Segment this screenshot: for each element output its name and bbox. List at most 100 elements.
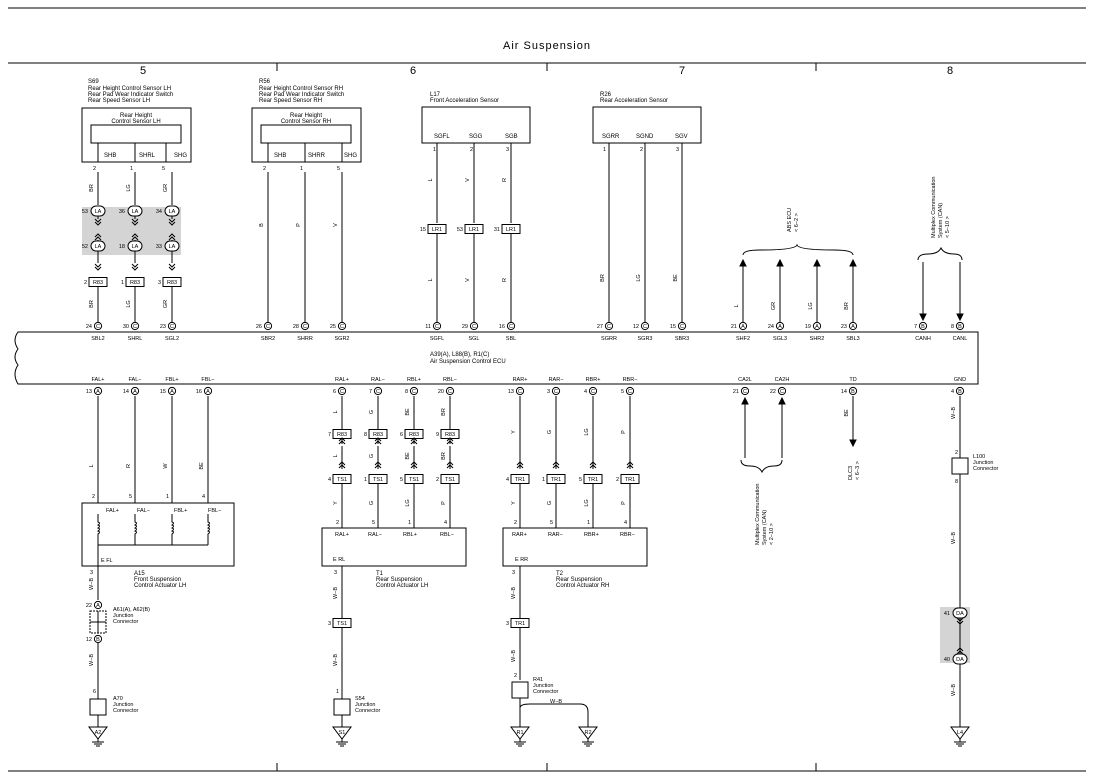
pin-name: FBL+	[165, 377, 178, 383]
pin-connector-letter: C	[170, 324, 174, 330]
svg-text:R26: R26	[600, 92, 612, 98]
connector-pin-number: 41	[944, 611, 950, 617]
wire-color: G	[369, 501, 375, 505]
svg-text:E RL: E RL	[333, 557, 345, 563]
junction-connector	[333, 698, 351, 716]
junction-pin-number: 9	[436, 432, 439, 438]
pin-circle	[432, 321, 442, 331]
wire-color: LG	[126, 300, 132, 307]
wire-color: Y	[511, 430, 517, 434]
pin-number: 8	[951, 324, 954, 330]
connector-chevron	[374, 437, 382, 445]
rear-suspension-actuator-lh: RAL+ RAL− RBL+ RBL− E RL T1 Rear Suspens…	[321, 527, 467, 589]
column-number: 5	[140, 65, 146, 77]
pin-circle	[409, 386, 419, 396]
svg-text:Rear Acceleration Sensor: Rear Acceleration Sensor	[600, 98, 668, 104]
wire-color: V	[465, 178, 471, 182]
pin-number: 23	[841, 324, 847, 330]
svg-text:Rear Speed Sensor RH: Rear Speed Sensor RH	[259, 98, 322, 104]
junction-r41-code: R41	[533, 677, 543, 683]
pin-number: 15	[670, 324, 676, 330]
svg-text:1: 1	[603, 147, 606, 153]
wire-color: R	[126, 464, 132, 468]
pin-number: 25	[330, 324, 336, 330]
junction-s54-code: S54	[355, 696, 365, 702]
pin-circle	[93, 600, 103, 610]
pin-connector-letter: A	[815, 324, 819, 330]
pin-circle	[515, 386, 525, 396]
arrow-head	[849, 439, 857, 448]
pin-number: 20	[438, 389, 444, 395]
ecu-top-pins: C24SBL2C30SHRLC23SGL2C26SBR2C28SHRRC25SG…	[86, 321, 967, 342]
connector-pin-number: 53	[82, 209, 88, 215]
wire-color: W−B	[511, 650, 517, 662]
junction-label: R83	[445, 432, 455, 438]
pin-connector-letter: A	[851, 324, 855, 330]
wire-color: LG	[126, 184, 132, 191]
wire-color: P	[621, 501, 627, 505]
connector-chevron	[338, 461, 346, 469]
pin-circle	[677, 321, 687, 331]
pin-name: SGR3	[638, 336, 653, 342]
connector-label: LA	[169, 209, 176, 215]
pin-name: SGR2	[335, 336, 350, 342]
wire-color: R	[502, 278, 508, 282]
wire-color: P	[441, 501, 447, 505]
svg-text:Rear Height: Rear Height	[290, 113, 322, 119]
wire-color: LG	[808, 302, 814, 309]
junction-label: TS1	[337, 621, 347, 627]
svg-text:2: 2	[263, 166, 266, 172]
junction-label: R83	[167, 280, 177, 286]
pin-circle	[373, 386, 383, 396]
svg-text:Control Sensor RH: Control Sensor RH	[281, 119, 331, 125]
pin-number: 27	[597, 324, 603, 330]
connector-chevron	[589, 461, 597, 469]
junction-pin-number: 5	[400, 477, 403, 483]
pin-number: 3	[547, 389, 550, 395]
svg-text:3: 3	[676, 147, 679, 153]
svg-text:Junction: Junction	[973, 460, 994, 466]
junction-pin-number: 53	[457, 227, 463, 233]
svg-text:FAL+: FAL+	[106, 508, 119, 514]
svg-text:Connector: Connector	[355, 708, 381, 714]
svg-text:Front Suspension: Front Suspension	[134, 577, 181, 583]
can-bracket-bottom	[740, 459, 783, 474]
svg-text:SGND: SGND	[636, 134, 654, 140]
column-number: 6	[410, 65, 416, 77]
arrow-head	[778, 396, 786, 405]
dlc3-label: DLC3	[848, 466, 854, 480]
connector-chevron	[168, 263, 176, 271]
junction-label: TS1	[409, 477, 419, 483]
connector-chevron	[131, 218, 139, 226]
svg-text:RAL+: RAL+	[335, 532, 349, 538]
pin-number: 4	[951, 389, 954, 395]
connector-label: LA	[169, 244, 176, 250]
junction-pin-number: 8	[364, 432, 367, 438]
ground-label: A2	[95, 730, 102, 736]
wire-color: V	[465, 278, 471, 282]
pin-circle	[955, 386, 965, 396]
svg-text:SHRL: SHRL	[139, 153, 156, 159]
connector-chevron	[626, 461, 634, 469]
ground-symbol	[950, 726, 970, 740]
pin-name: TD	[849, 377, 856, 383]
pin-connector-letter: C	[743, 389, 747, 395]
pin-circle	[263, 321, 273, 331]
svg-text:RAL−: RAL−	[368, 532, 382, 538]
pin-number: 5	[372, 520, 375, 526]
front-acceleration-sensor: L17 Front Acceleration Sensor SGFL SGG S…	[421, 92, 531, 153]
svg-text:2: 2	[93, 166, 96, 172]
junction-label: TS1	[373, 477, 383, 483]
svg-text:RBL+: RBL+	[403, 532, 417, 538]
connector-chevron	[131, 263, 139, 271]
pin-circle	[337, 386, 347, 396]
pin-number: 6	[93, 689, 96, 695]
rear-height-sensor-lh: S69 Rear Height Control Sensor LH Rear P…	[81, 79, 192, 172]
wire-color: GR	[771, 302, 777, 310]
wire-color: L	[428, 278, 434, 281]
svg-text:SGV: SGV	[675, 134, 688, 140]
pin-number: 3	[334, 570, 337, 576]
pin-number: 13	[508, 389, 514, 395]
